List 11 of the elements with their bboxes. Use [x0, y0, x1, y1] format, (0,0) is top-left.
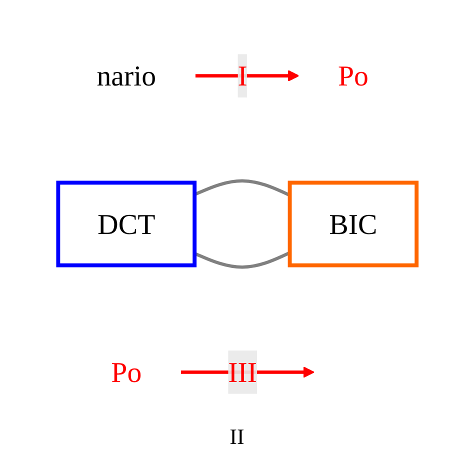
arrow [195, 70, 300, 82]
node-text: Po [338, 59, 368, 92]
region-label: II [230, 424, 244, 449]
node-text: Po [111, 356, 142, 389]
edge-label: I [238, 59, 248, 92]
node-box: DCT [56, 180, 197, 268]
node-box: BIC [288, 180, 419, 268]
edge-label: III [228, 356, 257, 389]
connector [194, 251, 290, 269]
node-text: nario [96, 59, 156, 92]
connector [194, 179, 290, 197]
